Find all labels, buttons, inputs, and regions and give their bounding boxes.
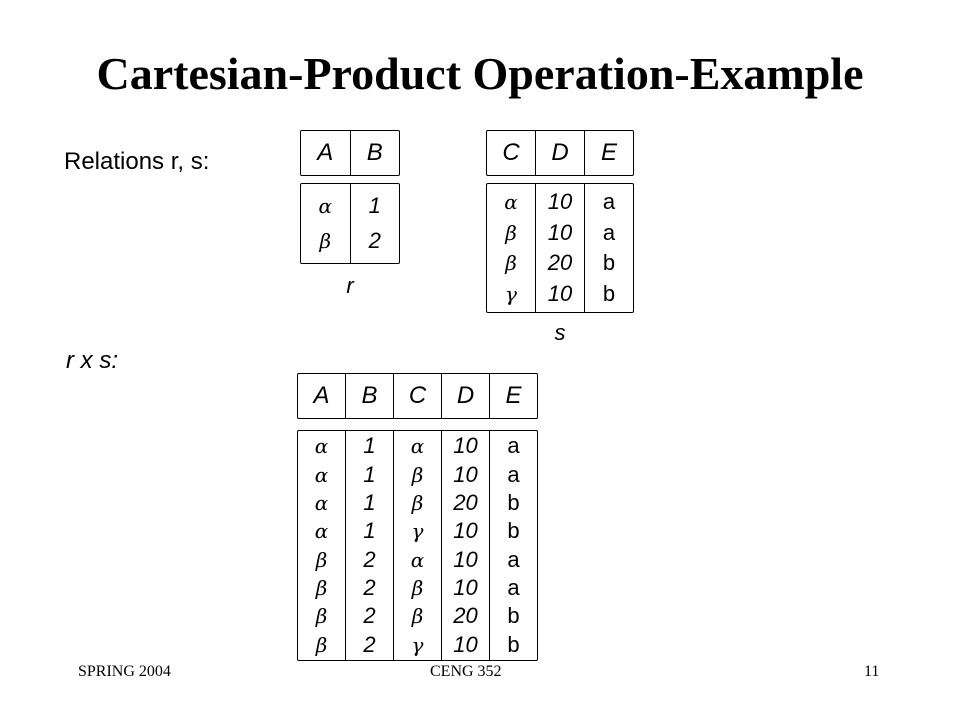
- rxs-header-b: B: [345, 374, 393, 418]
- table-cell: α: [314, 519, 329, 544]
- table-cell: α: [410, 434, 425, 459]
- table-cell: α: [314, 462, 329, 487]
- rxs-header-c: C: [393, 374, 441, 418]
- table-cell: 1: [363, 461, 376, 487]
- table-cell: 2: [363, 574, 376, 600]
- table-cell: 2: [363, 631, 376, 657]
- footer-term: SPRING 2004: [78, 663, 171, 680]
- table-cell: 10: [453, 518, 478, 544]
- table-cell: 10: [547, 188, 573, 214]
- table-cell: β: [315, 575, 328, 600]
- table-cell: β: [505, 251, 517, 276]
- s-header-c: C: [502, 139, 520, 166]
- table-cell: 2: [368, 228, 381, 253]
- table-cell: 10: [453, 574, 478, 600]
- table-cell: 2: [363, 603, 376, 629]
- table-cell: 20: [453, 603, 478, 629]
- table-cell: 2: [363, 546, 376, 572]
- table-cell: 10: [547, 219, 573, 245]
- rxs-header-d: D: [441, 374, 489, 418]
- table-cell: b: [507, 631, 520, 657]
- table-cell: a: [602, 219, 616, 245]
- table-cell: γ: [411, 632, 424, 657]
- table-cell: 1: [368, 193, 381, 218]
- table-cell: b: [507, 518, 520, 544]
- relations-label: Relations r, s:: [64, 148, 210, 175]
- footer-page-number: 11: [864, 663, 880, 680]
- table-cell: a: [602, 188, 616, 214]
- r-caption: r: [346, 273, 354, 298]
- table-cell: α: [314, 490, 329, 515]
- s-caption: s: [554, 320, 566, 345]
- table-cell: γ: [505, 282, 517, 307]
- table-cell: b: [602, 250, 616, 276]
- table-cell: a: [507, 546, 520, 572]
- table-cell: β: [315, 604, 328, 629]
- table-cell: β: [505, 220, 517, 245]
- s-header-e: E: [584, 131, 633, 175]
- table-cell: α: [410, 547, 425, 572]
- table-cell: β: [411, 575, 424, 600]
- table-cell: 1: [363, 518, 376, 544]
- table-cell: γ: [411, 519, 424, 544]
- table-cell: 1: [363, 433, 376, 459]
- table-cell: 10: [453, 433, 478, 459]
- table-cell: 10: [453, 461, 478, 487]
- table-cell: 20: [547, 250, 573, 276]
- rxs-header-e: E: [489, 374, 537, 418]
- table-cell: a: [507, 461, 520, 487]
- table-cell: α: [504, 189, 518, 214]
- s-column-d: 10 10 20 10: [535, 184, 584, 312]
- table-cell: b: [507, 489, 520, 515]
- table-cell: β: [315, 547, 328, 572]
- table-cell: 20: [453, 489, 478, 515]
- table-cell: β: [411, 604, 424, 629]
- slide-title: Cartesian-Product Operation-Example: [96, 48, 864, 99]
- product-label: r x s:: [66, 347, 118, 374]
- table-cell: 10: [547, 281, 573, 307]
- table-cell: 1: [363, 489, 376, 515]
- r-header-b: B: [349, 131, 400, 175]
- table-cell: β: [411, 490, 424, 515]
- table-cell: β: [319, 229, 332, 253]
- s-header-d: D: [535, 131, 584, 175]
- table-cell: a: [507, 433, 520, 459]
- table-cell: b: [507, 603, 520, 629]
- table-cell: β: [411, 462, 424, 487]
- rxs-header-a: A: [313, 382, 330, 409]
- table-cell: 10: [453, 546, 478, 572]
- table-cell: α: [314, 434, 329, 459]
- r-header-a: A: [317, 139, 334, 166]
- footer-course: CENG 352: [430, 663, 502, 680]
- table-cell: b: [602, 281, 616, 307]
- table-cell: a: [507, 574, 520, 600]
- table-cell: α: [318, 194, 332, 218]
- table-cell: 10: [453, 631, 478, 657]
- table-cell: β: [315, 632, 328, 657]
